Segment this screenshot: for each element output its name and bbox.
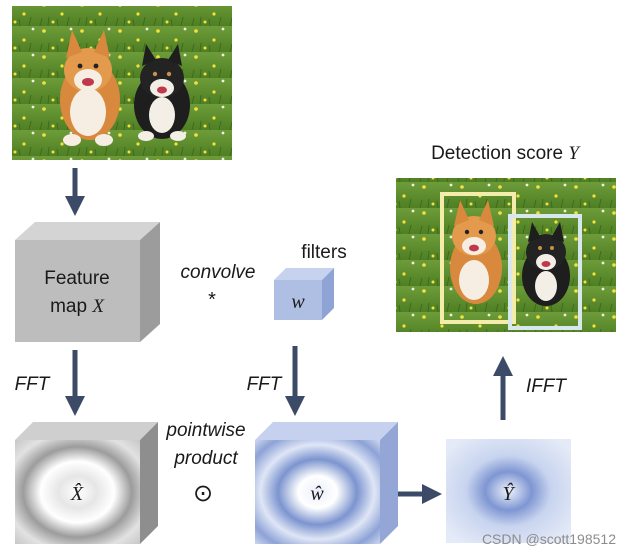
fft-label-left: FFT (15, 374, 51, 395)
filter-box: w (274, 268, 334, 320)
black-dog-illustration (134, 44, 190, 141)
detection-photo (396, 178, 616, 332)
x-hat-box: X̂ (15, 422, 158, 544)
shiba-dog-illustration (60, 30, 120, 146)
convolve-operator: * (208, 289, 216, 311)
ifft-label: IFFT (526, 376, 567, 397)
filters-label: filters (301, 242, 346, 263)
top-photo (12, 6, 232, 160)
y-hat-label: Ŷ (502, 482, 515, 505)
w-hat-box: ŵ (255, 422, 398, 544)
w-hat-label: ŵ (310, 483, 324, 505)
x-hat-label: X̂ (70, 482, 84, 505)
detection-box-left (440, 192, 516, 324)
detected-shiba-illustration (450, 200, 502, 304)
detection-box-right (508, 214, 582, 330)
filter-variable: w (291, 291, 305, 313)
feature-map-box: Feature map X (15, 222, 160, 342)
pointwise-operator: ⊙ (193, 480, 213, 507)
pointwise-label-line2: product (173, 448, 238, 469)
feature-map-label-line1: Feature (44, 268, 109, 289)
y-hat-box: Ŷ (446, 439, 571, 543)
pointwise-label-line1: pointwise (165, 420, 245, 441)
feature-map-label-line2: map X (50, 296, 105, 317)
fft-label-right: FFT (247, 374, 283, 395)
detected-black-dog-illustration (522, 222, 570, 306)
convolve-label: convolve (181, 262, 256, 283)
watermark: CSDN @scott198512 (481, 531, 616, 547)
detection-score-title: Detection score Y (431, 143, 581, 164)
